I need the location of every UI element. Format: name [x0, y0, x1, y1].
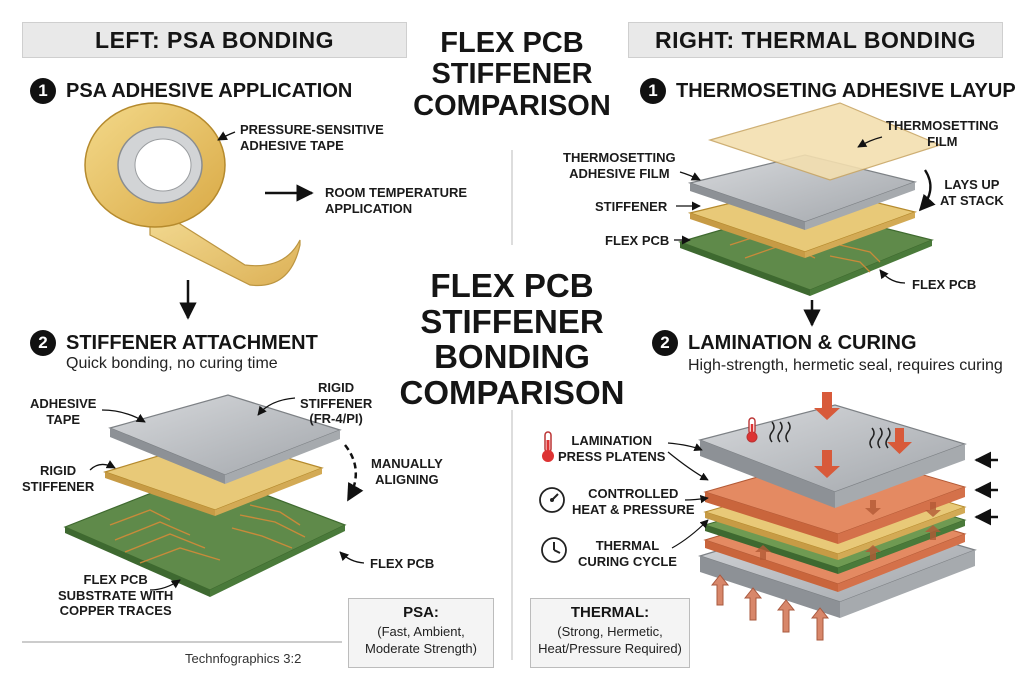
heat-waves-icon	[869, 427, 891, 449]
gauge-icon	[539, 487, 565, 513]
thermo-film-leader	[857, 136, 883, 148]
rigid-stiffener-leader-top	[257, 397, 296, 416]
flex-pcb-leader-left	[339, 551, 365, 564]
lays-up-arrow	[918, 169, 936, 212]
flex-pcb-label-left: FLEX PCB	[370, 556, 435, 571]
step-number: 2	[30, 330, 56, 356]
press-up-arrows	[710, 574, 830, 641]
substrate-leader	[149, 579, 181, 591]
right-layup-stack	[678, 102, 942, 296]
left-pcb-stack	[63, 394, 347, 597]
right-step2-heading: 2 LAMINATION & CURING	[652, 330, 917, 356]
right-step2-subtitle: High-strength, hermetic seal, requires c…	[688, 357, 1003, 374]
adhesive-tape-leader	[101, 409, 146, 423]
right-step1-heading: 1 THERMOSETING ADHESIVE LAYUP	[640, 78, 1016, 104]
platens-leader-2	[667, 451, 709, 481]
step-number: 1	[30, 78, 56, 104]
left-header: LEFT: PSA BONDING	[22, 22, 407, 58]
thermo-adhesive-leader	[679, 171, 701, 181]
flex-pcb-label-right-left: FLEX PCB	[605, 233, 670, 248]
manual-align-arrow	[344, 444, 364, 502]
heat-waves-icon	[769, 421, 791, 443]
step-number: 1	[640, 78, 666, 104]
left-step2-subtitle: Quick bonding, no curing time	[66, 355, 278, 372]
flex-pcb-leader-right	[879, 269, 906, 284]
credit-text: Technfographics 3:2	[185, 651, 302, 666]
thermal-summary-box: THERMAL: (Strong, Hermetic,Heat/Pressure…	[530, 598, 690, 668]
step-number: 2	[652, 330, 678, 356]
curing-leader	[671, 519, 709, 549]
stiffener-label: STIFFENER	[595, 199, 668, 214]
clock-icon	[541, 537, 567, 563]
left-step1-heading: 1 PSA ADHESIVE APPLICATION	[30, 78, 352, 104]
right-header: RIGHT: THERMAL BONDING	[628, 22, 1003, 58]
thermometer-icon	[542, 431, 554, 462]
press-down-arrows	[814, 392, 912, 478]
psa-tape-roll	[84, 102, 301, 287]
psa-summary-box: PSA: (Fast, Ambient,Moderate Strength)	[348, 598, 494, 668]
heat-pressure-leader	[684, 494, 709, 504]
thermometer-icon	[746, 417, 758, 443]
left-step2-heading: 2 STIFFENER ATTACHMENT	[30, 330, 318, 356]
tape-leader	[217, 131, 236, 141]
inner-pressure-arrows	[755, 500, 941, 560]
rigid-stiffener-leader-left	[89, 460, 116, 471]
platens-leader	[667, 442, 703, 451]
flex-pcb-label-right: FLEX PCB	[912, 277, 977, 292]
